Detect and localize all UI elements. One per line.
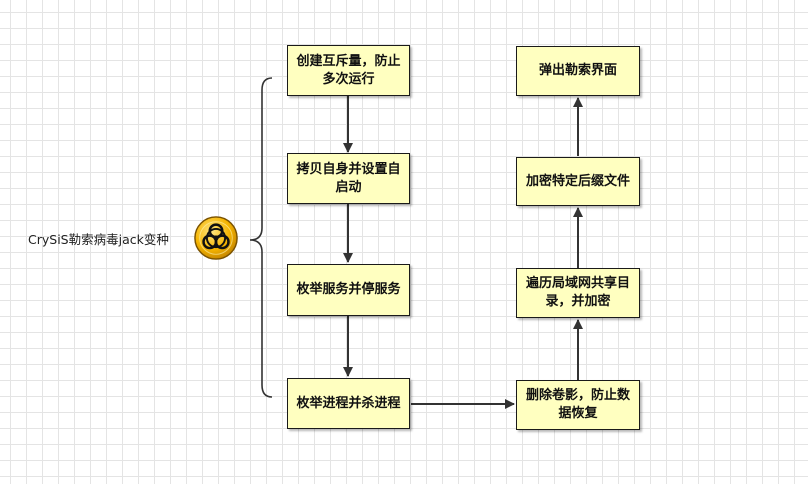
step-enumerate-network-shares: 遍历局域网共享目录，并加密 — [516, 268, 640, 318]
step-create-mutex: 创建互斥量，防止多次运行 — [287, 45, 410, 96]
step-encrypt-files: 加密特定后缀文件 — [516, 157, 640, 206]
group-brace — [249, 77, 273, 398]
step-delete-shadow-copies: 删除卷影，防止数据恢复 — [516, 380, 640, 430]
step-copy-self-autostart: 拷贝自身并设置自启动 — [287, 153, 410, 204]
root-label: CrySiS勒索病毒jack变种 — [28, 232, 169, 247]
biohazard-icon — [194, 216, 238, 260]
step-enumerate-processes: 枚举进程并杀进程 — [287, 378, 410, 429]
step-enumerate-services: 枚举服务并停服务 — [287, 264, 410, 316]
step-show-ransom-ui: 弹出勒索界面 — [516, 46, 640, 96]
